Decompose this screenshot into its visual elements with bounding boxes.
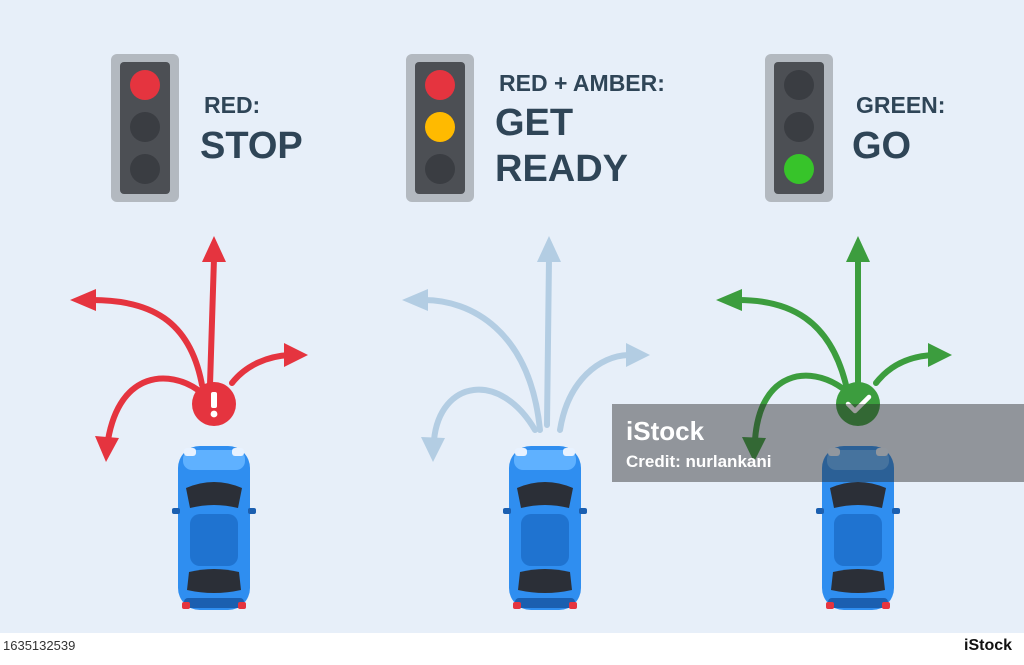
light-amber-on [425,112,455,142]
light-red-on [425,70,455,100]
light-amber-off [784,112,814,142]
exclamation-icon [210,392,218,418]
action-label-get: GET [495,102,574,144]
watermark-brand: iStock [626,416,705,446]
light-red-off [784,70,814,100]
traffic-light-green [765,54,833,202]
action-label-go: GO [852,125,912,167]
state-label-red: RED: [204,92,261,118]
light-green-off [130,154,160,184]
action-label-ready: READY [495,148,629,190]
light-red-on [130,70,160,100]
stop-direction-arrows [89,255,293,443]
light-green-on [784,154,814,184]
state-label-red-amber: RED + AMBER: [499,70,665,96]
light-green-off [425,154,455,184]
checkmark-icon [845,394,872,414]
footer-logo: iStock [964,637,1013,654]
ready-direction-arrows [421,255,631,443]
light-amber-off [130,112,160,142]
action-label-stop: STOP [200,125,303,167]
state-label-green: GREEN: [856,92,946,118]
car-stop [172,446,256,610]
ready-arrowheads [402,236,650,462]
go-direction-arrows [735,255,937,443]
watermark-credit: Credit: nurlankani [626,452,772,471]
traffic-light-red [111,54,179,202]
go-arrowheads [716,236,952,462]
traffic-light-red-amber [406,54,474,202]
footer-bar [0,633,1024,665]
ok-badge [836,382,880,426]
stop-arrowheads [70,236,308,462]
car-ready [503,446,587,610]
watermark-band [612,404,1024,482]
footer-image-id: 1635132539 [3,638,76,653]
